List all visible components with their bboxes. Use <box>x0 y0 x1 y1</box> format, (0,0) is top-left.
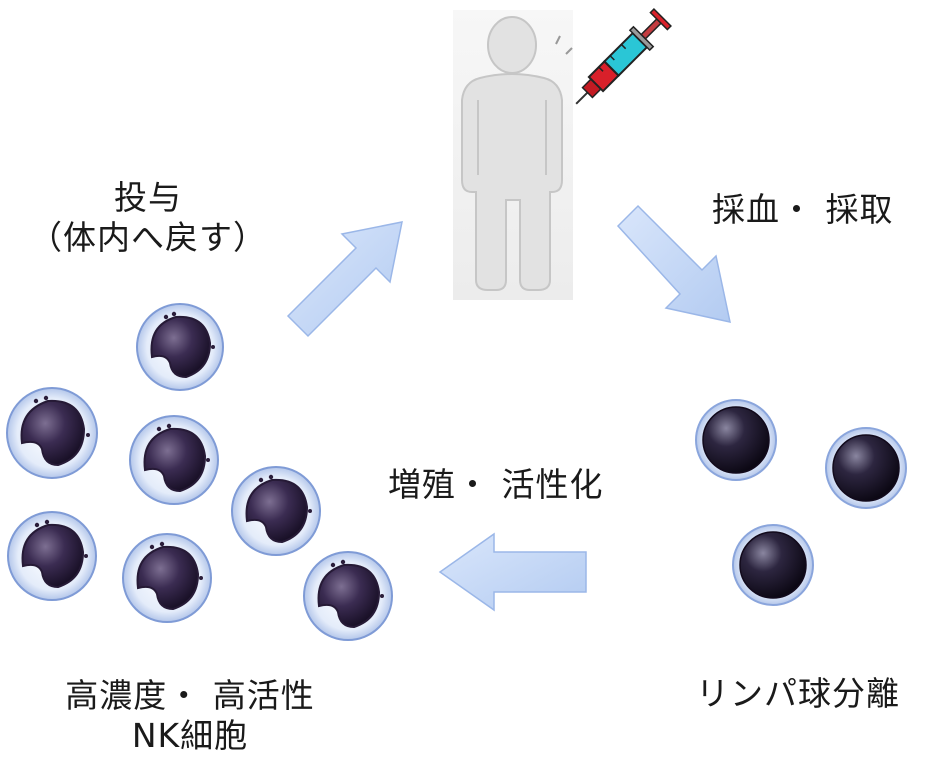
nk-cell-label-line1: 高濃度・ 高活性 <box>65 676 315 715</box>
arrow-up-right <box>286 221 403 338</box>
nk-cell <box>129 415 219 505</box>
administration-label-line2: （体内へ戻す） <box>29 218 267 257</box>
blood-collection-label: 採血・ 採取 <box>712 190 894 229</box>
arrow-down-right <box>616 204 731 323</box>
nk-cell <box>231 466 321 556</box>
lymphocyte-cluster <box>695 399 907 606</box>
nk-cell-cluster <box>6 303 393 641</box>
nk-cell <box>136 303 224 391</box>
nk-cell-label-line2: NK細胞 <box>131 716 249 755</box>
syringe-icon <box>575 8 672 105</box>
nk-cell <box>7 511 97 601</box>
administration-label: 投与 （体内へ戻す） <box>18 178 278 258</box>
human-silhouette-icon <box>461 16 563 291</box>
lymphocyte-cell-icon <box>825 427 907 509</box>
arrow-left <box>438 532 587 612</box>
nk-cell <box>303 551 393 641</box>
lymphocyte-cell-icon <box>732 524 814 606</box>
nk-cell-label: 高濃度・ 高活性 NK細胞 <box>40 676 340 756</box>
person-figure <box>453 10 573 300</box>
administration-label-line1: 投与 <box>114 178 182 217</box>
motion-marks <box>555 35 573 55</box>
nk-cell <box>6 387 98 479</box>
separation-label: リンパ球分離 <box>696 674 900 713</box>
lymphocyte-cell-icon <box>695 399 777 481</box>
nk-cell <box>122 533 212 623</box>
expansion-label: 増殖・ 活性化 <box>388 465 604 504</box>
